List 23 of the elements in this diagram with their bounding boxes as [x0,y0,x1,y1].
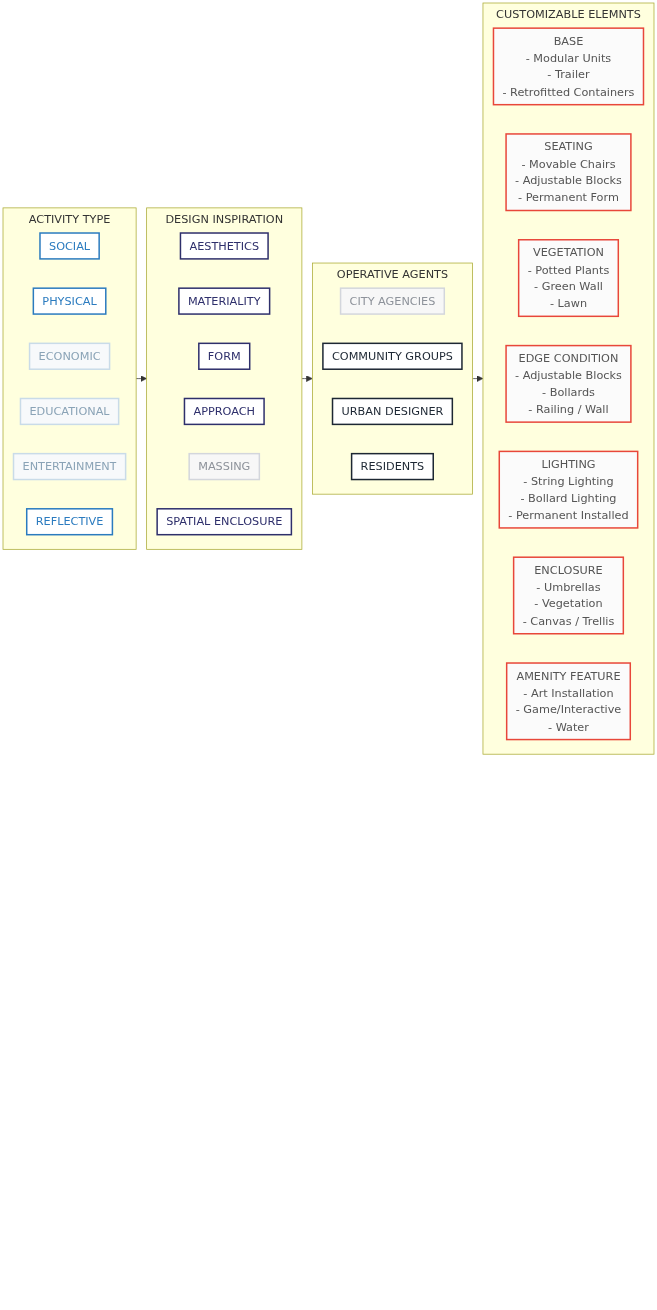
node-box: SEATING - Movable Chairs - Adjustable Blocks - Permanent Form [505,133,632,212]
node-box: EDUCATIONAL [19,397,120,426]
node-box: AMENITY FEATURE - Art Installation - Game/Interactive - Water [505,662,632,741]
node-box: APPROACH [183,397,265,426]
node-box: MASSING [188,452,261,481]
node-box: LIGHTING - String Lighting - Bollard Lighting - Permanent Installed [498,450,639,529]
node-box: MATERIALITY [178,287,271,315]
node-box: SOCIAL [39,232,100,260]
node-box: COMMUNITY GROUPS [322,342,463,370]
node-box: BASE - Modular Units - Trailer - Retrofitted Containers [492,27,645,106]
node-box: EDGE CONDITION - Adjustable Blocks - Bollards - Railing / Wall [505,344,632,423]
node-box: URBAN DESIGNER [331,397,454,426]
node-box: ECONOMIC [28,342,111,370]
node-box: PHYSICAL [32,287,107,315]
node-box: CITY AGENCIES [339,287,446,315]
node-box: ENCLOSURE - Umbrellas - Vegetation - Canvas / Trellis [512,556,625,635]
node-box: SPATIAL ENCLOSURE [156,508,293,536]
node-box: VEGETATION - Potted Plants - Green Wall - Lawn [517,239,620,318]
node-box: REFLECTIVE [26,508,114,536]
node-box: FORM [198,342,251,370]
node-box: AESTHETICS [179,232,269,260]
node-box: RESIDENTS [350,452,434,481]
node-box: ENTERTAINMENT [12,452,127,481]
